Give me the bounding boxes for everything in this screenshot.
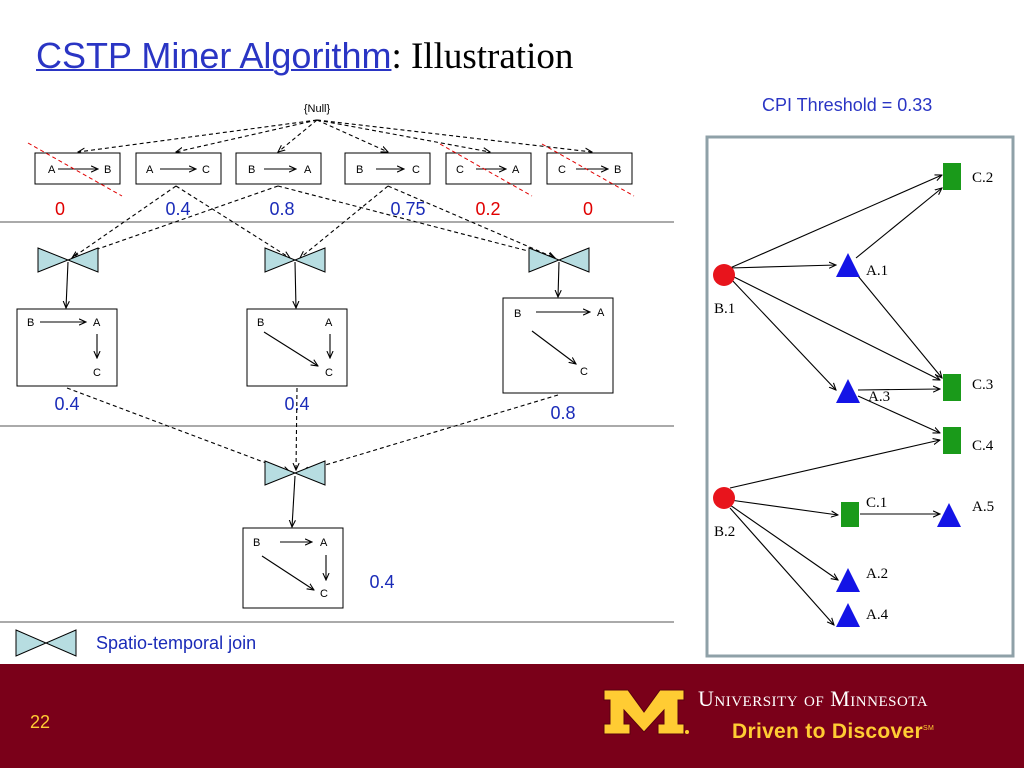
node-label: B xyxy=(514,308,521,320)
level1-box-a-c: A C xyxy=(135,152,222,185)
node-label: C xyxy=(320,588,328,600)
instance-label: C.4 xyxy=(972,438,994,454)
diagram-canvas: {Null} A B A C B A B C C A xyxy=(0,103,1015,658)
node-label: C xyxy=(456,164,464,176)
node-label: A xyxy=(146,164,154,176)
instance-labels: C.2 A.1 B.1 C.3 A.3 C.4 C.1 A.5 B.2 A.2 … xyxy=(714,170,994,623)
level3-box: B A C xyxy=(242,527,344,609)
university-tagline: Driven to DiscoverSM xyxy=(732,720,934,744)
legend-label: Spatio-temporal join xyxy=(96,633,256,653)
cpi-threshold-label: CPI Threshold = 0.33 xyxy=(762,95,933,115)
root-node-label: {Null} xyxy=(304,103,331,115)
level1-box-c-b: C B xyxy=(546,152,633,185)
node-label: A xyxy=(304,164,312,176)
slide-title: CSTP Miner Algorithm: Illustration xyxy=(36,35,574,77)
node-label: A xyxy=(320,537,328,549)
node-label: C xyxy=(558,164,566,176)
instance-node-c3 xyxy=(943,374,961,401)
join-symbol xyxy=(264,247,326,273)
instance-label: B.2 xyxy=(714,524,735,540)
footer-bar: 22 University of Minnesota Driven to Dis… xyxy=(0,664,1024,768)
node-label: B xyxy=(253,537,260,549)
level1-box-b-a: B A xyxy=(235,152,322,185)
level1-value: 0.8 xyxy=(269,199,294,219)
level2-box: B A C xyxy=(246,308,348,387)
join-output-edges xyxy=(66,261,559,308)
level1-box-a-b: A B xyxy=(34,152,121,185)
instance-node-c1 xyxy=(841,502,859,527)
university-name: University of Minnesota xyxy=(698,686,929,711)
instance-node-b2 xyxy=(713,487,735,509)
instance-label: A.4 xyxy=(866,607,889,623)
node-label: C xyxy=(202,164,210,176)
root-edges xyxy=(78,119,592,152)
node-label: A xyxy=(597,307,605,319)
university-logo-icon xyxy=(603,689,689,735)
level1-value: 0.75 xyxy=(390,199,425,219)
node-label: B xyxy=(257,317,264,329)
node-label: B xyxy=(614,164,621,176)
title-suffix: : Illustration xyxy=(391,36,574,77)
join-edges-level2 xyxy=(66,387,559,472)
prune-marks xyxy=(27,142,635,197)
node-label: B xyxy=(104,164,111,176)
instance-label: A.1 xyxy=(866,263,888,279)
node-label: C xyxy=(325,367,333,379)
level2-value: 0.4 xyxy=(54,394,79,414)
level1-value: 0.2 xyxy=(475,199,500,219)
node-label: B xyxy=(356,164,363,176)
level1-value: 0 xyxy=(55,199,65,219)
node-label: A xyxy=(93,317,101,329)
instance-node-a2 xyxy=(836,568,860,592)
instance-label: A.5 xyxy=(972,499,994,515)
instance-node-a4 xyxy=(836,603,860,627)
level1-value: 0.4 xyxy=(165,199,190,219)
node-label: A xyxy=(48,164,56,176)
join-symbol xyxy=(37,247,99,273)
legend-join-symbol xyxy=(15,629,77,657)
instance-node-a5 xyxy=(937,503,961,527)
node-label: C xyxy=(412,164,420,176)
level1-value: 0 xyxy=(583,199,593,219)
instance-node-a1 xyxy=(836,253,860,277)
tagline-text: Driven to Discover xyxy=(732,720,923,743)
level2-box: B A C xyxy=(16,308,118,387)
instance-label: A.3 xyxy=(868,389,890,405)
node-label: A xyxy=(512,164,520,176)
instance-label: B.1 xyxy=(714,301,735,317)
instance-label: C.1 xyxy=(866,495,887,511)
instance-node-c4 xyxy=(943,427,961,454)
level1-box-c-a: C A xyxy=(445,152,532,185)
service-mark: SM xyxy=(922,725,935,732)
node-label: A xyxy=(325,317,333,329)
instance-node-c2 xyxy=(943,163,961,190)
level2-value: 0.8 xyxy=(550,403,575,423)
node-label: B xyxy=(248,164,255,176)
join-output-edge xyxy=(292,475,295,527)
instance-node-a3 xyxy=(836,379,860,403)
title-link[interactable]: CSTP Miner Algorithm xyxy=(36,35,392,76)
instance-label: A.2 xyxy=(866,566,888,582)
node-label: C xyxy=(580,366,588,378)
instance-edges xyxy=(729,175,942,625)
join-edges-level1 xyxy=(72,185,555,258)
node-label: C xyxy=(93,367,101,379)
join-symbol xyxy=(264,460,326,486)
level1-box-b-c: B C xyxy=(344,152,431,185)
instance-label: C.3 xyxy=(972,377,993,393)
slide-number: 22 xyxy=(30,712,51,732)
instance-label: C.2 xyxy=(972,170,993,186)
level3-value: 0.4 xyxy=(369,572,394,592)
node-label: B xyxy=(27,317,34,329)
level2-box: B A C xyxy=(502,297,614,394)
join-symbol xyxy=(528,247,590,273)
instance-node-b1 xyxy=(713,264,735,286)
